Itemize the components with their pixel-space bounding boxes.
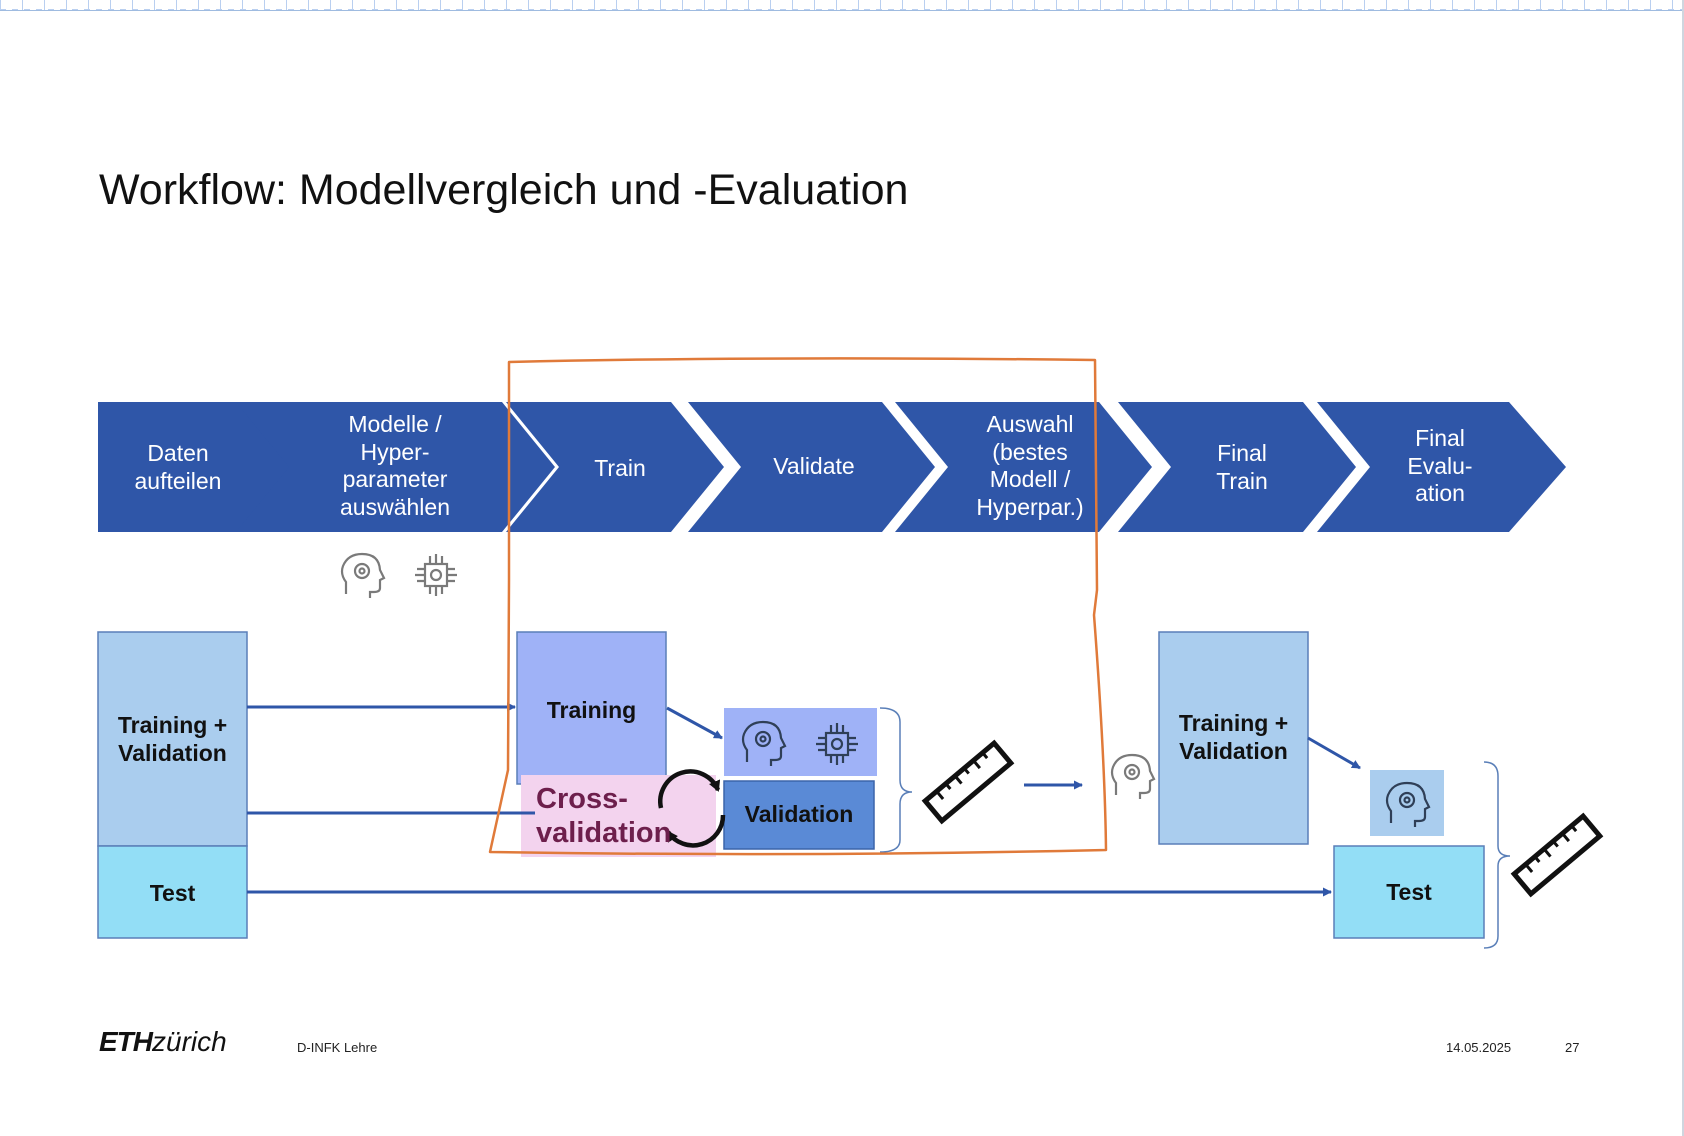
chip-icon-model xyxy=(816,723,858,765)
step-chevron-final-eval xyxy=(1317,402,1566,532)
final-test-box xyxy=(1333,845,1485,939)
ai-head-gear-icon-final xyxy=(1385,781,1431,827)
page-edge xyxy=(1682,0,1684,1136)
final-training-validation-box xyxy=(1158,631,1309,845)
test-label: Test xyxy=(149,880,196,906)
top-ruler xyxy=(0,0,1684,11)
brace-right xyxy=(1483,761,1511,949)
page-number: 27 xyxy=(1565,1040,1580,1055)
training-validation-label: Training +Validation xyxy=(117,712,228,766)
final-test-label: Test xyxy=(1386,879,1432,905)
step-chevron-modelle xyxy=(236,402,555,532)
ai-head-gear-icon xyxy=(340,552,386,598)
step-chevron-final-train xyxy=(1118,402,1356,532)
step-chevron-validate xyxy=(688,402,935,532)
step-label-validate: Validate xyxy=(773,453,855,479)
ruler-icon-final xyxy=(1510,812,1604,898)
training-validation-box xyxy=(97,631,248,847)
brace-middle xyxy=(879,707,913,853)
step-chevron-auswahl xyxy=(895,402,1152,532)
ai-head-gear-icon-model xyxy=(741,720,787,766)
eth-logo: ETHzürich xyxy=(99,1026,227,1057)
cycle-arrows-icon xyxy=(658,769,726,848)
training-label: Training xyxy=(546,697,637,723)
final-training-validation-label: Training +Validation xyxy=(1178,710,1289,764)
step-chevron-daten xyxy=(98,402,290,532)
chip-icon xyxy=(415,554,457,596)
step-chevron-train xyxy=(506,402,724,532)
test-box xyxy=(97,845,248,939)
validation-label: Validation xyxy=(744,801,854,827)
footer-department: D-INFK Lehre xyxy=(297,1040,378,1055)
model-icons-panel xyxy=(724,708,877,776)
arrow-final-to-model xyxy=(1307,736,1361,770)
slide-title: Workflow: Modellvergleich und -Evaluatio… xyxy=(99,166,909,214)
annotation-highlight xyxy=(488,357,1108,856)
arrow-training-to-model xyxy=(666,706,723,740)
ruler-icon xyxy=(921,739,1015,825)
footer-date: 14.05.2025 xyxy=(1446,1040,1512,1055)
ai-head-gear-icon-selected xyxy=(1110,753,1156,799)
step-label-train: Train xyxy=(594,455,646,481)
training-box xyxy=(516,631,667,785)
cross-validation-label: Cross-validation xyxy=(536,783,672,850)
